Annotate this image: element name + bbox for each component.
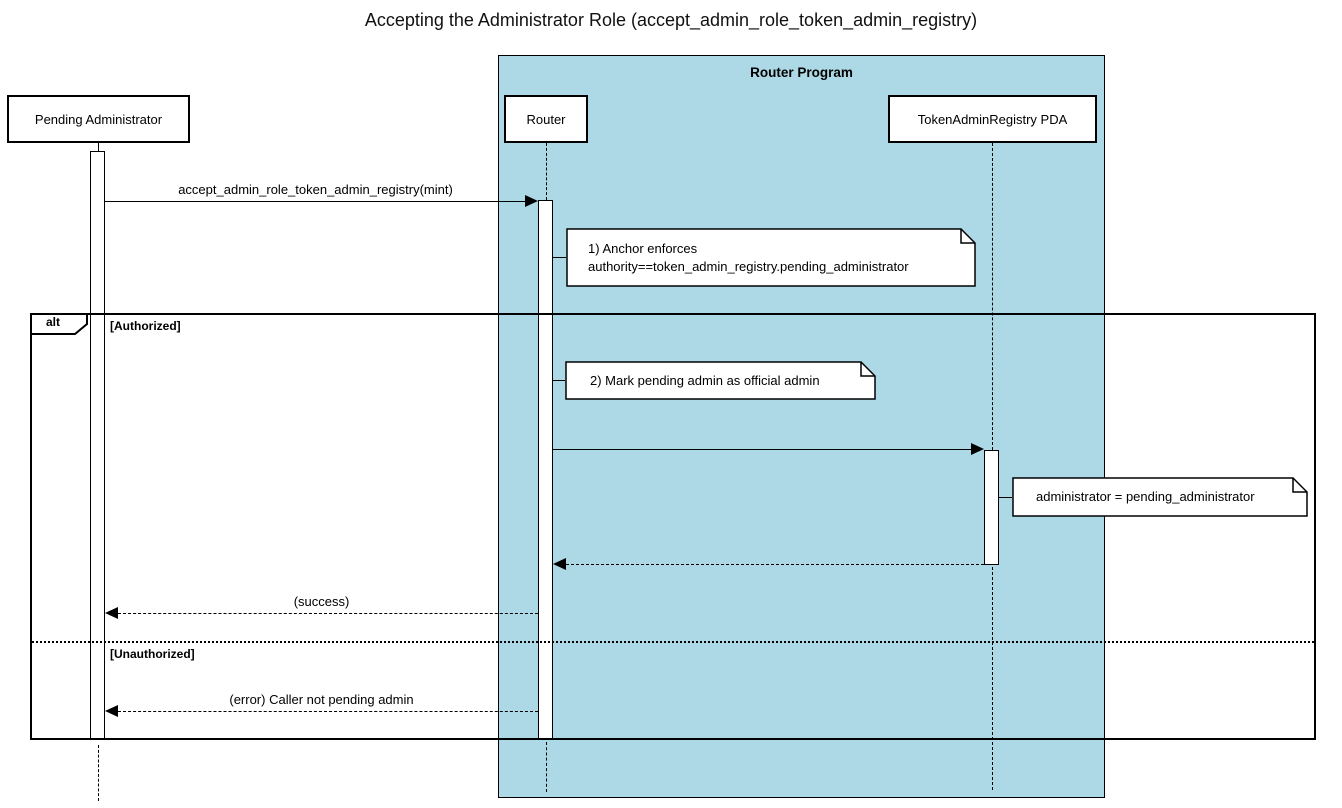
participant-router: Router bbox=[504, 95, 588, 143]
message-label-accept-admin-role: accept_admin_role_token_admin_registry(m… bbox=[178, 182, 453, 197]
router-program-label: Router Program bbox=[750, 65, 853, 80]
guard-unauthorized: [Unauthorized] bbox=[110, 647, 195, 661]
alt-frame: alt [Authorized] [Unauthorized] bbox=[30, 313, 1316, 740]
note-anchor-enforces: 1) Anchor enforces authority==token_admi… bbox=[566, 228, 976, 287]
arrowhead-right-icon bbox=[525, 195, 538, 207]
note2-line1: 2) Mark pending admin as official admin bbox=[590, 372, 820, 388]
diagram-title: Accepting the Administrator Role (accept… bbox=[364, 10, 978, 30]
note-administrator-assignment: administrator = pending_administrator bbox=[1012, 477, 1308, 517]
arrowhead-left-icon bbox=[105, 607, 118, 619]
note1-connector bbox=[553, 257, 566, 258]
lifeline-token-admin-registry-top bbox=[992, 143, 993, 450]
router-program-container bbox=[498, 55, 1105, 798]
note-shape bbox=[1012, 477, 1308, 517]
note2-connector bbox=[553, 380, 565, 381]
participant-pending-administrator: Pending Administrator bbox=[7, 95, 190, 143]
lifeline-router-bottom bbox=[546, 742, 547, 792]
message-line-error bbox=[118, 711, 538, 712]
note-mark-pending-admin: 2) Mark pending admin as official admin bbox=[565, 361, 876, 400]
lifeline-router-top bbox=[546, 143, 547, 200]
message-label-success: (success) bbox=[293, 594, 350, 609]
arrowhead-left-icon bbox=[105, 705, 118, 717]
message-line-success bbox=[118, 613, 538, 614]
arrowhead-right-icon bbox=[971, 443, 984, 455]
note-shape bbox=[565, 361, 876, 400]
participant-router-label: Router bbox=[526, 111, 566, 127]
note3-connector bbox=[999, 497, 1012, 498]
guard-authorized: [Authorized] bbox=[110, 319, 181, 333]
alt-frame-divider bbox=[32, 641, 1314, 643]
arrowhead-left-icon bbox=[553, 558, 566, 570]
message-line-update-registry bbox=[553, 449, 972, 450]
note1-line2: authority==token_admin_registry.pending_… bbox=[588, 258, 909, 274]
message-line-registry-return bbox=[566, 564, 984, 565]
participant-token-admin-registry-pda-label: TokenAdminRegistry PDA bbox=[917, 111, 1068, 127]
note-shape bbox=[566, 228, 976, 287]
alt-operator-pentagon bbox=[30, 313, 88, 335]
participant-pending-administrator-label: Pending Administrator bbox=[34, 111, 163, 127]
activation-token-admin-registry bbox=[984, 450, 999, 565]
participant-token-admin-registry-pda: TokenAdminRegistry PDA bbox=[888, 95, 1097, 143]
alt-operator-label: alt bbox=[45, 315, 60, 329]
note3-line1: administrator = pending_administrator bbox=[1036, 489, 1255, 504]
note1-line1: 1) Anchor enforces bbox=[588, 240, 698, 256]
lifeline-pending-administrator-stub bbox=[98, 143, 99, 151]
message-label-error: (error) Caller not pending admin bbox=[229, 692, 414, 707]
lifeline-pending-administrator-bottom bbox=[98, 745, 99, 801]
message-line-accept-admin-role bbox=[105, 201, 526, 202]
lifeline-token-admin-registry-bottom bbox=[992, 567, 993, 790]
